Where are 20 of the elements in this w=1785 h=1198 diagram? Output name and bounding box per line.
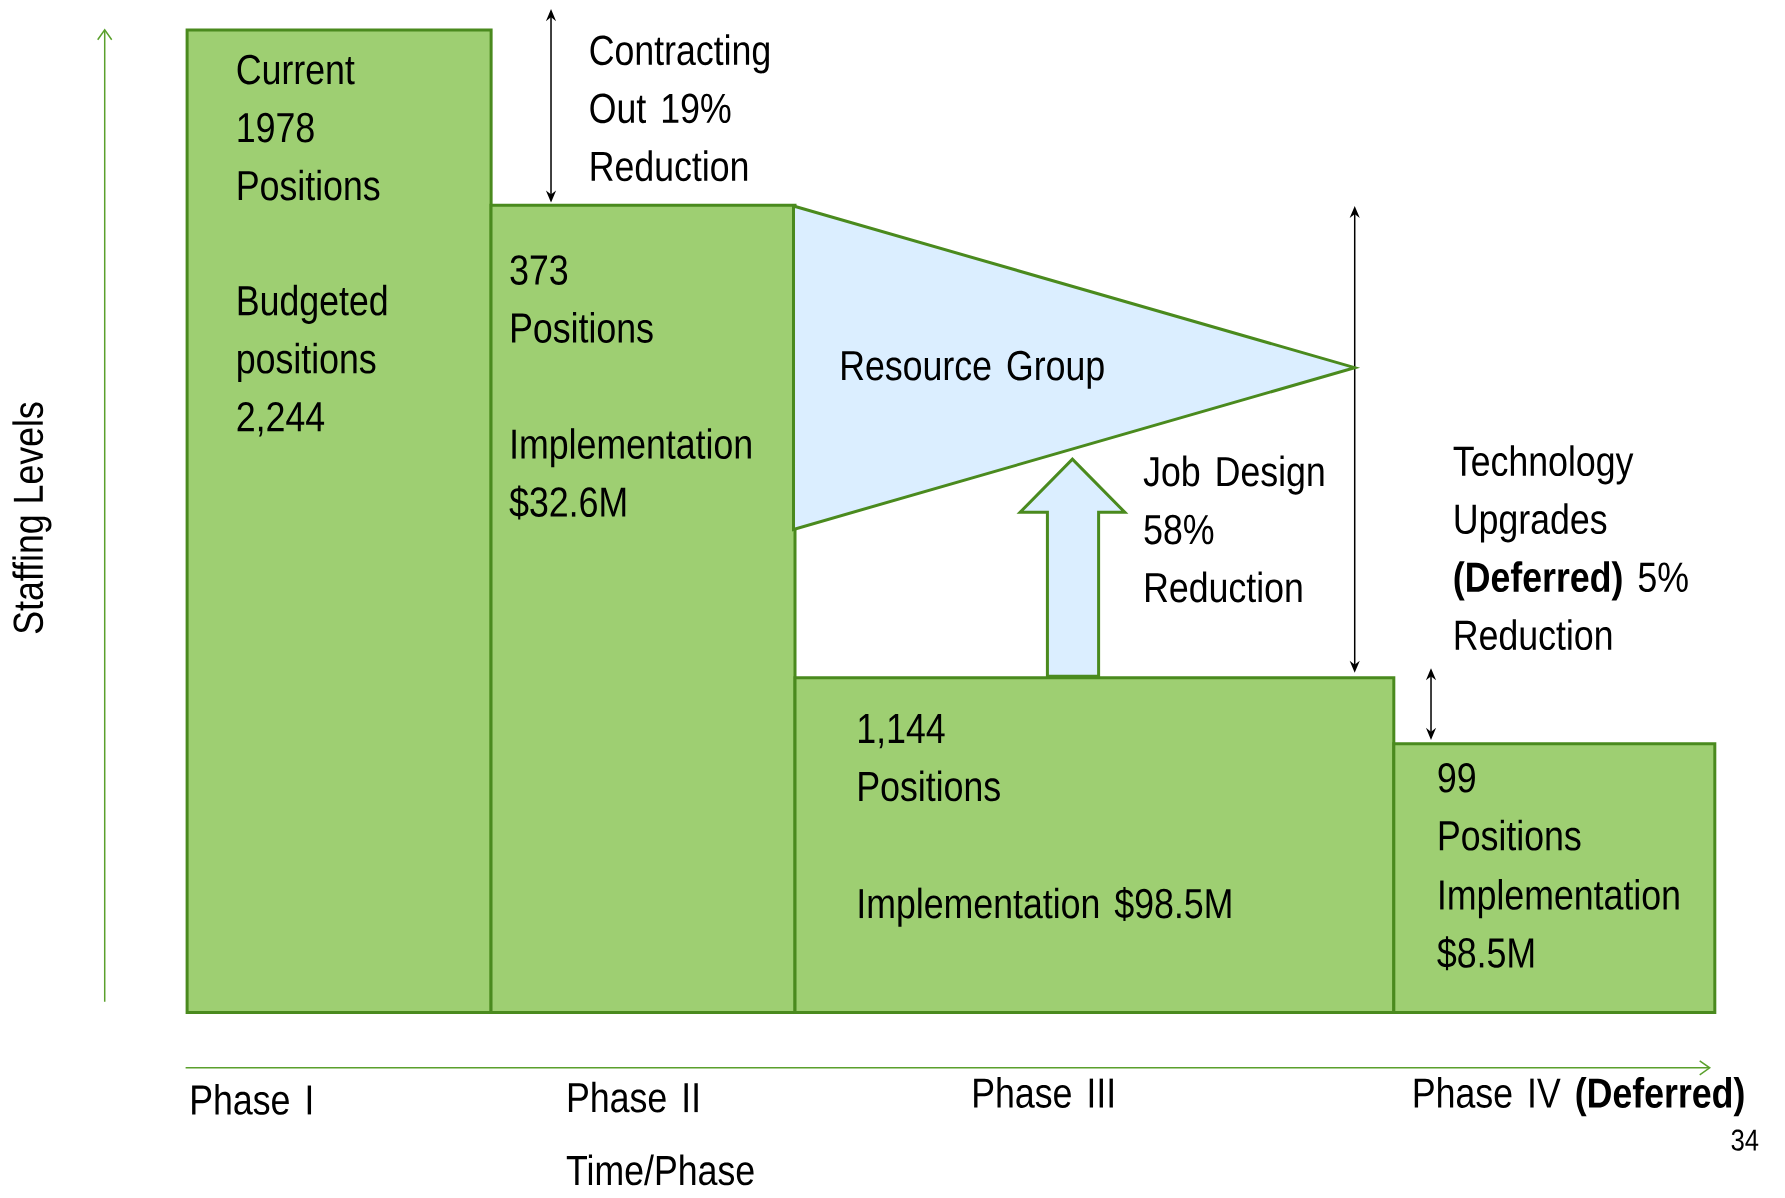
bar-text: Implementation $32.6M [509,428,751,520]
bar-text: 1,144 Positions [859,714,1000,802]
axis-tick-label: Phase I [192,1084,312,1115]
note-text: Technology Upgrades (Deferred) 5% Reduction [1453,445,1688,651]
axis-title: Staffing Levels [12,402,52,634]
bar-text: Implementation $98.5M [859,887,1231,927]
page-number: 34 [1731,1129,1759,1151]
axis-title: Time/Phase [566,1154,754,1186]
bar-text: Current 1978 Positions [237,54,380,201]
axis-tick-label: Phase IV (Deferred) [1414,1077,1744,1117]
triangle-text: Resource Group [842,350,1104,389]
block-arrow [1016,456,1129,678]
bar-text: Implementation $8.5M [1437,879,1679,971]
bar-text: Budgeted positions 2,244 [237,284,387,437]
note-text: Job Design 58% Reduction [1143,455,1324,603]
bar-text: 99 Positions [1438,762,1581,851]
axis-tick-label: Phase III [974,1077,1113,1108]
note-text: Contracting Out 19% Reduction [590,34,769,182]
axis-tick-label: Phase II [568,1081,698,1113]
bar-text: 373 Positions [510,255,653,343]
